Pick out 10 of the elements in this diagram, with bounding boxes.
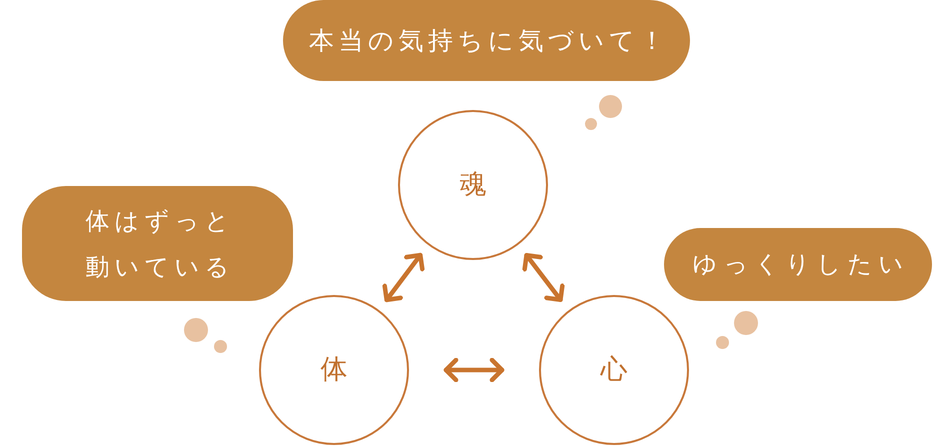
double-arrow: [382, 252, 425, 302]
bubble-text: 本当の気持ちに気づいて！: [308, 26, 669, 56]
double-arrow: [522, 252, 565, 302]
circle-label: 体: [320, 354, 348, 386]
circle-label: 心: [600, 354, 628, 386]
circle-label: 魂: [460, 168, 486, 202]
bubble-text: 体はずっと動いている: [84, 206, 236, 282]
double-arrow: [444, 358, 504, 382]
speech-bubble: [22, 186, 293, 301]
bubble-text: ゆっくりしたい: [692, 250, 910, 279]
